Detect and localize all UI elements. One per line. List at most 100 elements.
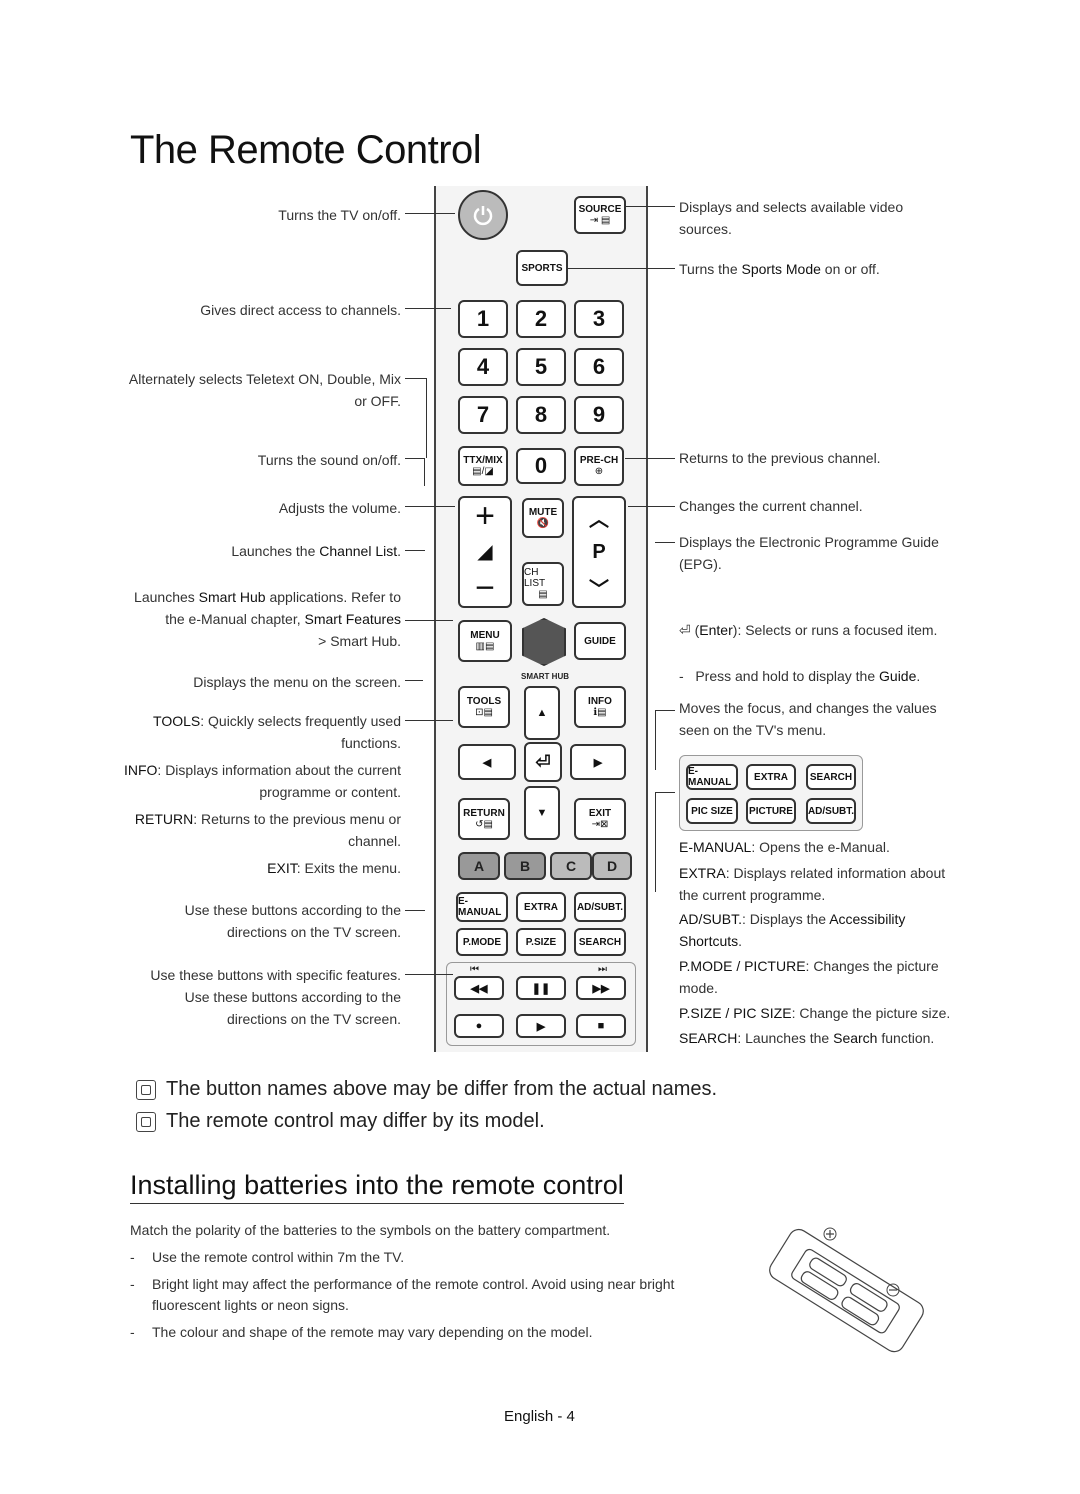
digit-6-button: 6 xyxy=(574,348,624,386)
label-psize: P.SIZE / PIC SIZE: Change the picture si… xyxy=(679,1005,951,1021)
leader-line xyxy=(405,458,425,486)
play-icon: ▶ xyxy=(536,1020,546,1033)
color-a-button: A xyxy=(458,852,500,880)
rewind-button: ◀◀ xyxy=(454,976,504,1000)
skip-forward-icon: ⏭ xyxy=(598,964,607,975)
leader-line xyxy=(628,506,675,507)
smart-hub-button xyxy=(522,618,566,666)
fast-forward-button: ▶▶ xyxy=(576,976,626,1000)
up-button: ▲ xyxy=(524,686,560,740)
stop-button: ■ xyxy=(576,1014,626,1038)
leader-line xyxy=(405,550,425,551)
record-icon: ● xyxy=(475,1020,483,1032)
leader-line xyxy=(405,506,455,507)
leader-line xyxy=(625,206,675,207)
label-epg: Displays the Electronic Programme Guide … xyxy=(679,534,939,572)
note-icon xyxy=(136,1079,156,1100)
leader-line xyxy=(655,542,675,543)
mute-button: MUTE🔇 xyxy=(522,498,564,538)
pre-ch-button: PRE-CH⊕ xyxy=(574,446,624,486)
exit-button: EXIT⇥⊠ xyxy=(574,798,626,840)
battery-intro: Match the polarity of the batteries to t… xyxy=(130,1222,611,1238)
enter-button: ⏎ xyxy=(524,742,562,782)
remote-control-illustration: SOURCE⇥ ▤ SPORTS 1 2 3 4 5 6 7 8 9 TTX/M… xyxy=(434,186,648,1052)
battery-bullet: -Bright light may affect the performance… xyxy=(130,1276,675,1313)
leader-line xyxy=(405,720,453,721)
label-mute: Turns the sound on/off. xyxy=(257,452,401,468)
popup-search: SEARCH xyxy=(806,764,856,790)
tools-button: TOOLS⊡▤ xyxy=(458,686,510,728)
pause-icon: ❚❚ xyxy=(531,982,551,995)
label-info: INFO: Displays information about the cur… xyxy=(123,762,401,800)
digit-2-button: 2 xyxy=(516,300,566,338)
digit-5-button: 5 xyxy=(516,348,566,386)
leader-line xyxy=(568,268,675,269)
digit-4-button: 4 xyxy=(458,348,508,386)
label-adsubt: AD/SUBT.: Displays the Accessibility Sho… xyxy=(679,911,906,949)
digit-0-button: 0 xyxy=(516,448,566,484)
ttx-mix-button: TTX/MIX▤/◪ xyxy=(458,446,508,486)
smart-hub-label: SMART HUB xyxy=(521,672,569,681)
ch-list-button: CH LIST▤ xyxy=(522,562,564,606)
enter-icon: ⏎ xyxy=(679,622,691,638)
label-special: Use these buttons with specific features… xyxy=(150,967,401,1027)
label-ttx: Alternately selects Teletext ON, Double,… xyxy=(128,371,401,409)
label-volume: Adjusts the volume. xyxy=(278,500,401,516)
leader-line xyxy=(405,620,453,621)
popup-ad-subt: AD/SUBT. xyxy=(806,798,856,824)
volume-level-icon: ◢ xyxy=(477,541,493,563)
label-enter-sub: - Press and hold to display the Guide. xyxy=(679,668,921,684)
e-manual-button: E-MANUAL xyxy=(456,892,508,922)
leader-line xyxy=(655,792,675,892)
volume-up-icon: + xyxy=(475,497,495,535)
label-numbers: Gives direct access to channels. xyxy=(200,302,401,318)
battery-heading: Installing batteries into the remote con… xyxy=(130,1170,624,1204)
arrow-down-icon: ▼ xyxy=(536,807,548,819)
label-search: SEARCH: Launches the Search function. xyxy=(679,1030,935,1046)
fast-forward-icon: ▶▶ xyxy=(592,982,610,995)
popup-picture: PICTURE xyxy=(746,798,796,824)
ad-subt-button: AD/SUBT. xyxy=(574,892,626,922)
p-mode-button: P.MODE xyxy=(456,928,508,956)
power-icon xyxy=(473,206,493,226)
power-button xyxy=(458,190,508,240)
volume-rocker: + ◢ − xyxy=(458,496,512,608)
battery-compartment-illustration xyxy=(769,1227,924,1353)
play-button: ▶ xyxy=(516,1014,566,1038)
digit-1-button: 1 xyxy=(458,300,508,338)
minus-icon xyxy=(886,1283,900,1297)
record-button: ● xyxy=(454,1014,504,1038)
left-button: ◀ xyxy=(458,744,516,780)
label-tools: TOOLS: Quickly selects frequently used f… xyxy=(153,713,401,751)
rewind-icon: ◀◀ xyxy=(470,982,488,995)
label-chlist: Launches the Channel List. xyxy=(231,543,401,559)
color-c-button: C xyxy=(550,852,592,880)
search-button: SEARCH xyxy=(574,928,626,956)
channel-down-icon: ﹀ xyxy=(589,578,609,601)
return-button: RETURN↺▤ xyxy=(458,798,510,840)
label-source: Displays and selects available video sou… xyxy=(679,199,904,237)
plus-icon xyxy=(823,1227,837,1241)
arrow-right-icon: ▶ xyxy=(593,756,603,769)
pause-button: ❚❚ xyxy=(516,976,566,1000)
channel-up-icon: ︿ xyxy=(589,508,609,531)
digit-7-button: 7 xyxy=(458,396,508,434)
label-prech: Returns to the previous channel. xyxy=(679,450,881,466)
leader-line xyxy=(405,308,451,309)
popup-extra: EXTRA xyxy=(746,764,796,790)
label-channel: Changes the current channel. xyxy=(679,498,863,514)
label-pmode: P.MODE / PICTURE: Changes the picture mo… xyxy=(679,958,939,996)
skip-back-icon: ⏮ xyxy=(470,964,479,975)
digit-9-button: 9 xyxy=(574,396,624,434)
label-emanual: E-MANUAL: Opens the e-Manual. xyxy=(679,839,890,855)
popup-e-manual: E-MANUAL xyxy=(686,764,738,790)
volume-down-icon: − xyxy=(475,569,495,607)
media-controls-panel xyxy=(446,962,636,1046)
extra-button: EXTRA xyxy=(516,892,566,922)
down-button: ▼ xyxy=(524,786,560,840)
arrow-up-icon: ▲ xyxy=(536,707,548,719)
extra-buttons-box: E-MANUAL EXTRA SEARCH PIC SIZE PICTURE A… xyxy=(679,755,863,831)
label-smarthub: Launches Smart Hub applications. Refer t… xyxy=(134,589,401,649)
label-color: Use these buttons according to the direc… xyxy=(184,902,401,940)
leader-line xyxy=(405,974,453,975)
